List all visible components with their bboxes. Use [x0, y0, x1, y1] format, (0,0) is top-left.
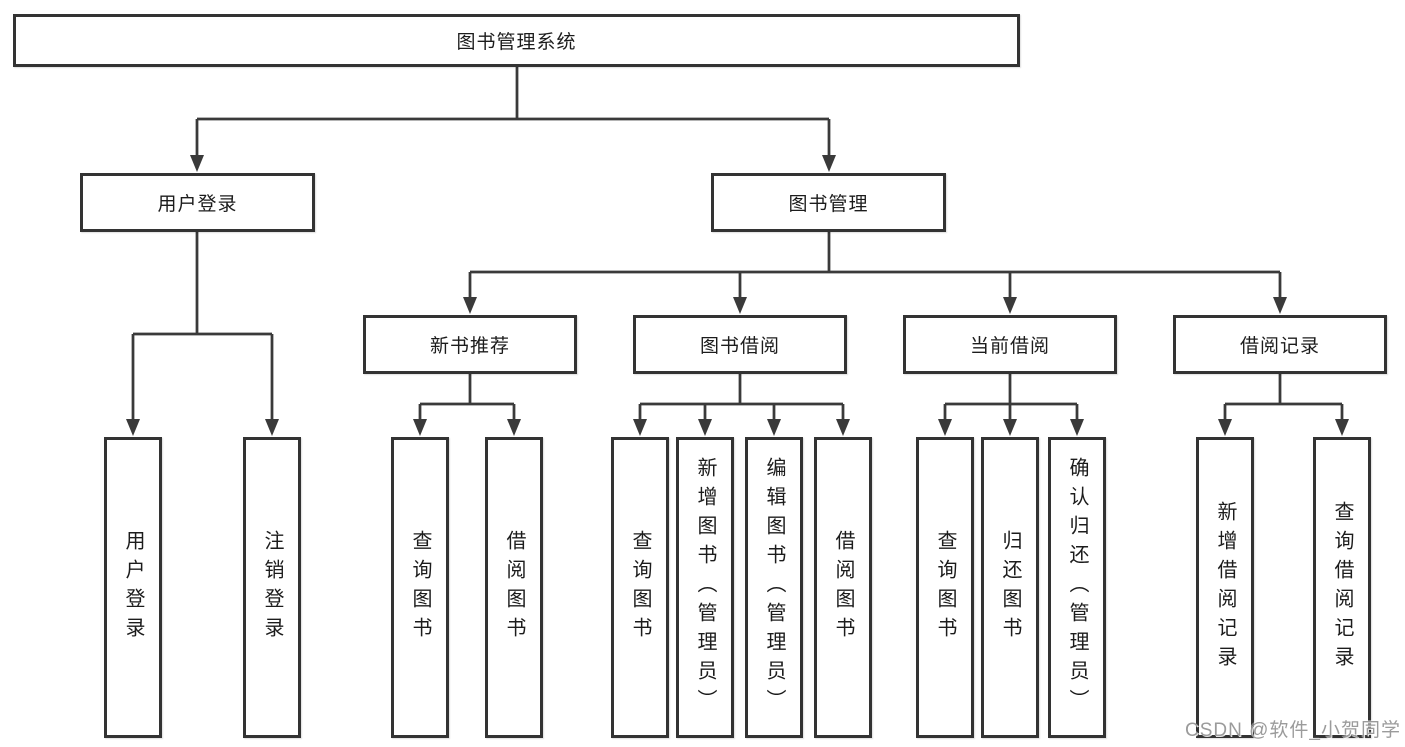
node-book-borrowing: 图书借阅: [633, 315, 847, 374]
node-label: 查询图书: [409, 529, 431, 646]
node-return-books: 归还图书: [981, 437, 1039, 738]
node-label: 借阅图书: [503, 529, 525, 646]
node-label: 用户登录: [157, 194, 238, 215]
node-query-books-borrowing: 查询图书: [611, 437, 669, 738]
node-label: 当前借阅: [969, 336, 1050, 357]
node-label: 查询图书: [934, 529, 956, 646]
node-borrowing-records: 借阅记录: [1173, 315, 1387, 374]
node-label: 归还图书: [999, 529, 1021, 646]
node-book-management-module: 图书管理: [711, 173, 946, 232]
node-label: 查询借阅记录: [1331, 500, 1353, 675]
node-query-books-current: 查询图书: [916, 437, 974, 738]
node-label: 图书管理: [788, 194, 869, 215]
node-label: 查询图书: [629, 529, 651, 646]
node-label: 借阅记录: [1239, 336, 1320, 357]
node-borrow-books: 借阅图书: [814, 437, 872, 738]
node-confirm-return-admin: 确认归还（管理员）: [1048, 437, 1106, 738]
node-label: 注销登录: [261, 529, 283, 646]
node-label: 新增借阅记录: [1214, 500, 1236, 675]
node-query-borrow-record: 查询借阅记录: [1313, 437, 1371, 738]
node-add-books-admin: 新增图书（管理员）: [676, 437, 734, 738]
node-label: 借阅图书: [832, 529, 854, 646]
node-label: 新增图书（管理员）: [694, 457, 716, 718]
node-label: 新书推荐: [429, 336, 510, 357]
node-borrow-books-recommend: 借阅图书: [485, 437, 543, 738]
node-user-login: 用户登录: [104, 437, 162, 738]
node-query-books-recommend: 查询图书: [391, 437, 449, 738]
node-add-borrow-record: 新增借阅记录: [1196, 437, 1254, 738]
node-current-borrowing: 当前借阅: [903, 315, 1117, 374]
node-label: 确认归还（管理员）: [1066, 457, 1088, 718]
watermark: CSDN @软件_小贺同学: [1185, 720, 1401, 741]
node-label: 图书借阅: [699, 336, 780, 357]
node-label: 用户登录: [122, 529, 144, 646]
node-label: 编辑图书（管理员）: [763, 457, 785, 718]
node-logout: 注销登录: [243, 437, 301, 738]
node-library-management-system: 图书管理系统: [13, 14, 1020, 67]
node-new-book-recommendation: 新书推荐: [363, 315, 577, 374]
node-user-login-module: 用户登录: [80, 173, 315, 232]
node-label: 图书管理系统: [456, 32, 577, 53]
node-edit-books-admin: 编辑图书（管理员）: [745, 437, 803, 738]
